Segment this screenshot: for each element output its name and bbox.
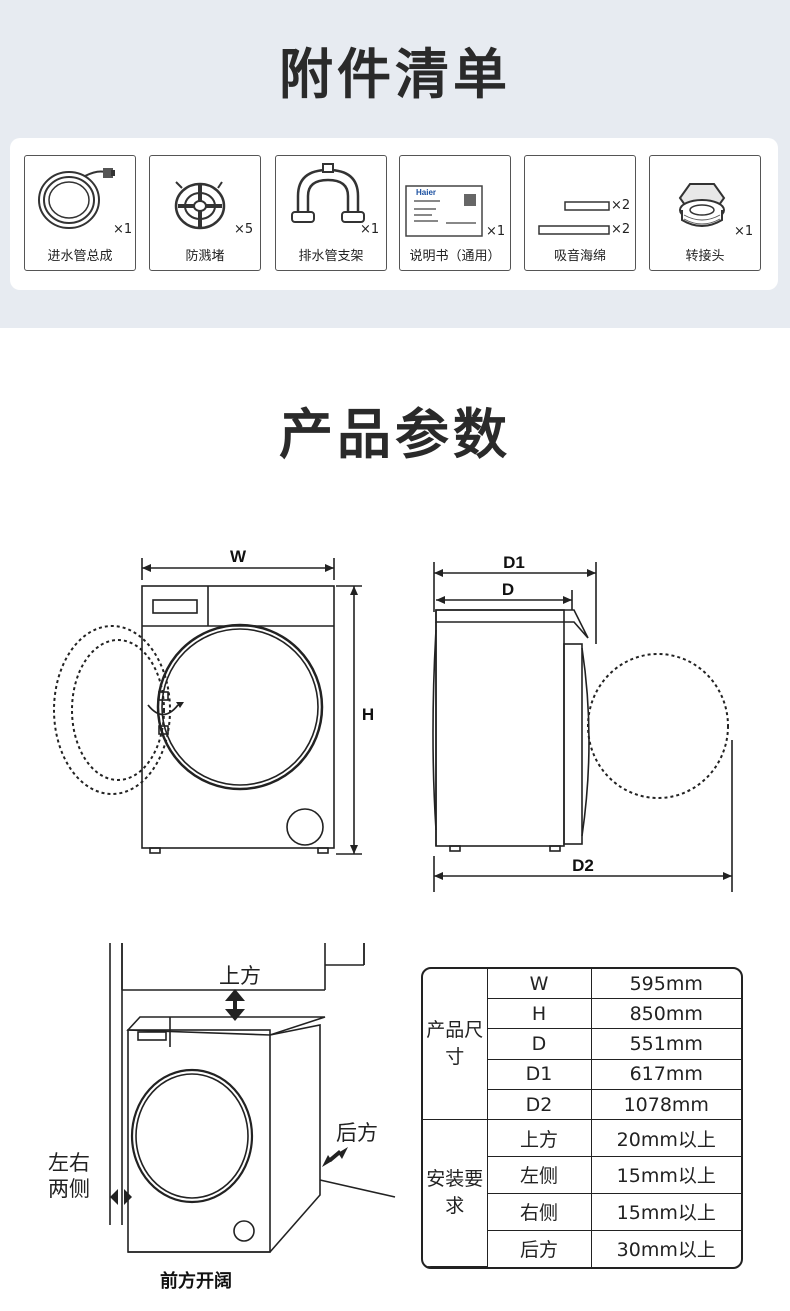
manual-icon (405, 185, 483, 237)
clearance-back-label: 后方 (336, 1121, 378, 1145)
haier-logo: Haier (416, 188, 437, 197)
accessory-label: 防溅堵 (185, 249, 225, 264)
table-row: D 551mm (423, 1028, 741, 1060)
clearance-sides-label: 左右 两侧 (48, 1151, 90, 1202)
inlet-hose-icon (38, 168, 115, 229)
dim-h-label: H (362, 705, 374, 724)
group-size-label: 产品尺寸 (423, 969, 488, 1121)
accessory-qty: ×1 (360, 222, 380, 237)
dim-w-label: W (230, 547, 247, 566)
accessories-panel: ×1 进水管总成 ×5 防溅堵 ×1 排水管支架 (10, 138, 778, 290)
table-row: 安装要求 上方 20mm以上 (423, 1119, 741, 1267)
accessory-card-adapter: ×1 转接头 (649, 155, 761, 271)
table-row: D2 1078mm (423, 1088, 741, 1121)
accessory-card-manual: Haier ×1 说明书（通用） (399, 155, 511, 271)
accessory-label: 排水管支架 (298, 249, 364, 264)
dimension-diagram: W H D1 D D2 (53, 547, 733, 892)
accessory-label: 吸音海绵 (553, 249, 606, 264)
accessory-qty: ×5 (234, 222, 254, 237)
table-row: 后方 30mm以上 (423, 1229, 741, 1267)
accessory-card-inlet-hose: ×1 进水管总成 (24, 155, 136, 271)
accessory-qty: ×2 (611, 198, 631, 213)
table-row: 左侧 15mm以上 (423, 1156, 741, 1194)
table-row: 产品尺寸 W 595mm (423, 969, 741, 1121)
adapter-icon (678, 183, 726, 227)
accessory-qty: ×1 (734, 224, 754, 239)
table-row: 右侧 15mm以上 (423, 1192, 741, 1231)
dim-d1-label: D1 (503, 553, 525, 572)
accessory-qty: ×1 (113, 222, 133, 237)
table-row: D1 617mm (423, 1058, 741, 1090)
table-row: H 850mm (423, 998, 741, 1030)
accessory-label: 转接头 (685, 249, 725, 264)
accessory-label: 进水管总成 (47, 249, 113, 264)
specs-title: 产品参数 (279, 403, 511, 466)
accessory-card-splash-plug: ×5 防溅堵 (149, 155, 261, 271)
group-install-label: 安装要求 (423, 1119, 488, 1267)
accessory-qty: ×1 (486, 224, 506, 239)
accessories-title: 附件清单 (279, 43, 511, 106)
sound-sponge-icon (538, 201, 610, 235)
installation-diagram (109, 943, 396, 1253)
spec-table: 产品尺寸 W 595mm H 850mm D 551mm D1 617mm D2… (421, 967, 743, 1269)
accessory-card-drain-bracket: ×1 排水管支架 (275, 155, 387, 271)
dim-d-label: D (502, 580, 514, 599)
clearance-front-label: 前方开阔 (160, 1271, 232, 1292)
drain-hose-bracket-icon (291, 163, 365, 223)
splash-plug-icon (174, 181, 226, 230)
clearance-top-label: 上方 (219, 964, 261, 988)
accessory-card-sponge: ×2 ×2 吸音海绵 (524, 155, 636, 271)
accessory-label: 说明书（通用） (409, 249, 501, 264)
accessory-qty: ×2 (611, 222, 631, 237)
dim-d2-label: D2 (572, 856, 594, 875)
